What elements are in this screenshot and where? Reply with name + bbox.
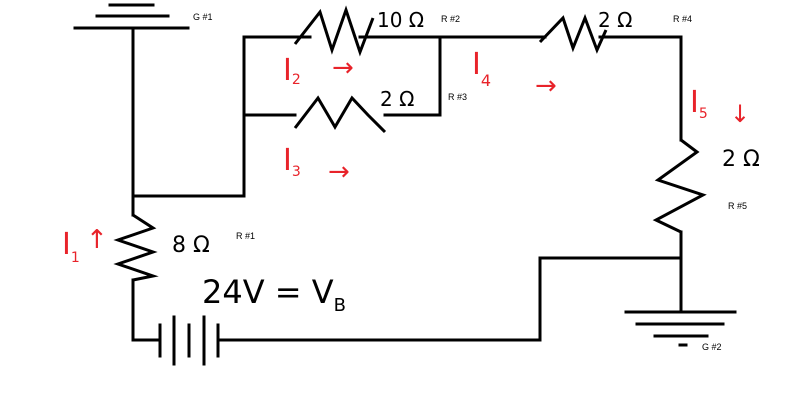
current-i4-label: I4 — [472, 47, 491, 90]
current-i1: I1 ↑ — [62, 225, 108, 266]
resistor-r1-tag: R #1 — [236, 231, 255, 241]
current-i4: I4 → — [472, 47, 557, 101]
resistor-r5-value: 2 Ω — [722, 147, 760, 172]
resistor-r3-value: 2 Ω — [380, 87, 414, 111]
resistor-r3-tag: R #3 — [448, 92, 467, 102]
ground-2: G #2 — [624, 310, 737, 352]
resistor-r3-zigzag — [293, 95, 387, 134]
resistor-r4-zigzag — [538, 13, 608, 54]
battery-voltage-label: 24V = VB — [202, 273, 346, 316]
resistor-r2-zigzag — [293, 5, 375, 57]
resistor-r2: 10 Ω R #2 — [293, 5, 460, 57]
current-i3-arrow: → — [328, 157, 350, 187]
current-i1-label: I1 — [62, 227, 80, 266]
wires — [131, 26, 683, 342]
resistor-r4-value: 2 Ω — [598, 8, 632, 32]
ground-1: G #1 — [73, 3, 213, 30]
resistor-r2-tag: R #2 — [441, 14, 460, 24]
resistor-r5-tag: R #5 — [728, 201, 747, 211]
current-i3: I3 → — [283, 143, 350, 187]
current-i3-label: I3 — [283, 143, 301, 180]
resistor-r3: 2 Ω R #3 — [293, 87, 467, 134]
resistor-r1-zigzag — [113, 213, 159, 282]
current-i1-arrow: ↑ — [86, 225, 108, 255]
current-i2: I2 → — [283, 53, 354, 88]
current-i5: I5 ↓ — [690, 85, 750, 128]
current-i2-label: I2 — [283, 53, 301, 88]
current-i2-arrow: → — [332, 53, 354, 83]
ground-2-tag: G #2 — [702, 342, 722, 352]
ground-1-tag: G #1 — [193, 12, 213, 22]
resistor-r4-tag: R #4 — [673, 14, 692, 24]
battery: 24V = VB — [158, 273, 346, 366]
current-i4-arrow: → — [535, 71, 557, 101]
resistor-r1-value: 8 Ω — [172, 233, 210, 258]
resistor-r1: 8 Ω R #1 — [113, 213, 255, 282]
resistor-r5-zigzag — [652, 138, 707, 234]
resistor-r4: 2 Ω R #4 — [538, 8, 692, 54]
current-i5-arrow: ↓ — [730, 100, 750, 128]
resistor-r5: 2 Ω R #5 — [652, 138, 760, 234]
resistor-r2-value: 10 Ω — [377, 8, 424, 32]
current-i5-label: I5 — [690, 85, 708, 122]
